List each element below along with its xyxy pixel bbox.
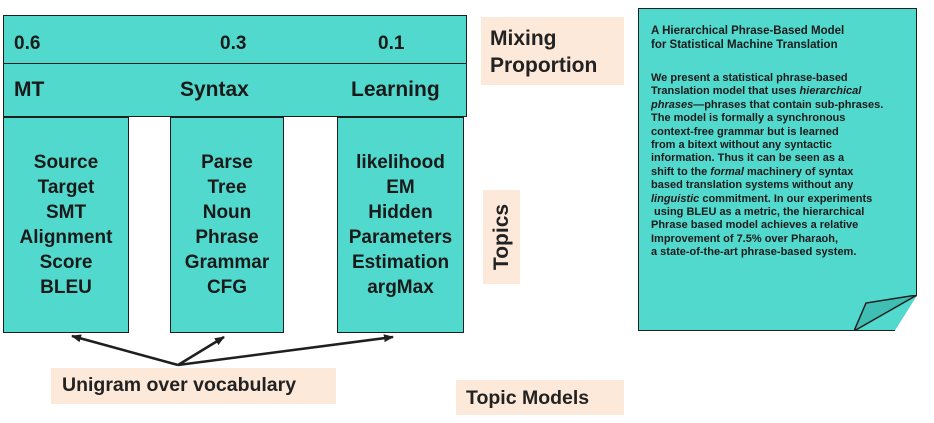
topic-word: Parameters	[348, 227, 453, 248]
topic-word: CFG	[206, 277, 248, 298]
unigram-label-box: Unigram over vocabulary	[51, 368, 336, 404]
proportion-learning: 0.1	[378, 33, 405, 54]
topic-box-syntax: Parse Tree Noun Phrase Grammar CFG	[170, 117, 284, 333]
topic-box-mt: Source Target SMT Alignment Score BLEU	[3, 117, 129, 333]
topic-models-label: Topic Models	[466, 387, 590, 409]
divider	[4, 63, 466, 64]
body-text: Translation model that uses	[651, 85, 800, 98]
arrow-to-learning	[177, 334, 394, 367]
body-line: using BLEU as a metric, the hierarchical	[651, 206, 865, 219]
mixing-proportion-label: Mixing Proportion	[481, 17, 624, 85]
body-line: based translation systems without any	[651, 179, 854, 192]
topic-name-syntax: Syntax	[180, 78, 249, 101]
mixing-label-line2: Proportion	[490, 54, 598, 77]
document-abstract: A Hierarchical Phrase-Based Model for St…	[638, 8, 917, 331]
body-text: machinery of syntax	[743, 165, 854, 178]
proportion-syntax: 0.3	[220, 33, 247, 54]
body-line: phrases—phrases that contain sub-phrases…	[651, 99, 906, 112]
mixing-proportion-box: 0.6 0.3 0.1 MT Syntax Learning	[3, 15, 467, 117]
mixing-label-line1: Mixing	[490, 27, 557, 50]
topic-word: argMax	[367, 277, 434, 298]
topic-word: Tree	[207, 177, 247, 198]
topics-label-box: Topics	[483, 190, 520, 284]
topic-word: Noun	[202, 202, 252, 223]
topic-word: likelihood	[356, 152, 445, 173]
body-line: a state-of-the-art phrase-based system.	[651, 246, 857, 259]
document-title-line: A Hierarchical Phrase-Based Model	[651, 25, 845, 37]
body-italic: linguistic	[651, 192, 700, 205]
topic-word: Source	[33, 152, 99, 173]
topic-box-learning: likelihood EM Hidden Parameters Estimati…	[337, 117, 464, 333]
body-text: —phrases that contain sub-phrases.	[693, 98, 884, 111]
topic-word: Parse	[201, 152, 253, 173]
document-body: We present a statistical phrase-based Tr…	[651, 72, 906, 260]
topic-word: EM	[386, 177, 415, 198]
body-line: The model is formally a synchronous	[651, 112, 846, 125]
document-title-line: for Statistical Machine Translation	[651, 39, 838, 51]
body-line: Phrase based model achieves a relative	[651, 219, 859, 232]
arrow-to-mt	[71, 334, 179, 367]
body-italic: hierarchical	[799, 85, 862, 98]
proportion-mt: 0.6	[14, 33, 41, 54]
document-title: A Hierarchical Phrase-Based Model for St…	[651, 24, 906, 52]
body-text: commitment. In our experiments	[699, 192, 873, 205]
topic-word: Score	[39, 252, 93, 273]
topic-word: Grammar	[184, 252, 270, 273]
body-line: from a bitext without any syntactic	[651, 139, 832, 152]
topic-name-mt: MT	[14, 78, 45, 101]
topic-word: Estimation	[351, 252, 450, 273]
topic-word: BLEU	[40, 277, 92, 298]
topic-word: SMT	[45, 202, 87, 223]
topic-name-learning: Learning	[351, 78, 440, 101]
body-italic: phrases	[651, 98, 694, 111]
body-italic: formal	[710, 165, 744, 178]
topic-word: Hidden	[368, 202, 433, 223]
topic-word: Target	[37, 177, 95, 198]
body-text: shift to the	[651, 165, 711, 178]
body-line: Translation model that uses hierarchical	[651, 85, 906, 98]
body-line: Improvement of 7.5% over Pharaoh,	[651, 232, 839, 245]
arrow-to-syntax	[177, 335, 225, 367]
body-line: linguistic commitment. In our experiment…	[651, 193, 906, 206]
body-line: context-free grammar but is learned	[651, 125, 839, 138]
topic-word: Phrase	[195, 227, 259, 248]
topic-word: Alignment	[19, 227, 113, 248]
body-line: shift to the formal machinery of syntax	[651, 166, 906, 179]
unigram-label: Unigram over vocabulary	[62, 374, 297, 396]
body-line: We present a statistical phrase-based	[651, 72, 848, 84]
topic-models-label-box: Topic Models	[456, 380, 624, 415]
body-line: information. Thus it can be seen as a	[651, 152, 845, 165]
